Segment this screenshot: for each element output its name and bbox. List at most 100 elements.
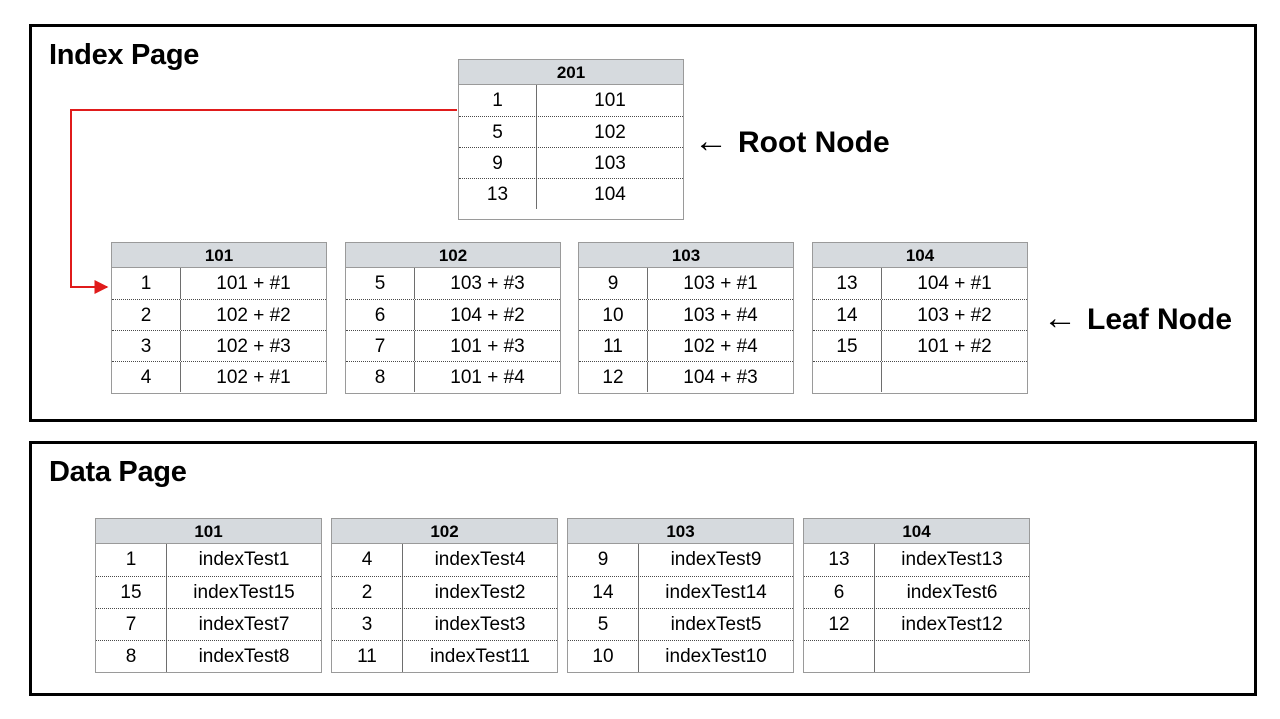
table-row-empty: [804, 640, 1029, 672]
root-node-table: 201 1 101 5 102 9 103 13 104: [458, 59, 684, 220]
cell-key: 9: [459, 148, 537, 178]
table-row: 14 indexTest14: [568, 576, 793, 608]
cell-value: 101 + #2: [917, 336, 992, 357]
cell-value: indexTest1: [198, 549, 290, 570]
leaf-node-table-103: 103 9 103 + #1 10 103 + #4 11 102 + #4 1…: [578, 242, 794, 394]
leaf-node-table-101: 101 1 101 + #1 2 102 + #2 3 102 + #3 4 1…: [111, 242, 327, 394]
cell-key: 6: [804, 577, 875, 608]
cell-key: 7: [346, 331, 415, 361]
table-row: 5 indexTest5: [568, 608, 793, 640]
cell-key: 8: [346, 362, 415, 392]
cell-value: indexTest6: [906, 582, 998, 603]
cell-key: [804, 641, 875, 672]
cell-value: indexTest8: [198, 646, 290, 667]
cell-value: 102 + #3: [216, 336, 291, 357]
cell-key: 9: [579, 268, 648, 299]
cell-key: 3: [332, 609, 403, 640]
cell-value: indexTest10: [665, 646, 767, 667]
table-row: 9 indexTest9: [568, 544, 793, 576]
cell-key: 14: [568, 577, 639, 608]
cell-value: 102 + #1: [216, 367, 291, 388]
table-row: 3 102 + #3: [112, 330, 326, 361]
cell-key: 7: [96, 609, 167, 640]
leaf-node-table-102: 102 5 103 + #3 6 104 + #2 7 101 + #3 8 1…: [345, 242, 561, 394]
left-arrow-icon: ←: [694, 122, 728, 160]
cell-value: 102 + #2: [216, 305, 291, 326]
cell-value: indexTest12: [901, 614, 1003, 635]
table-row: 2 102 + #2: [112, 299, 326, 330]
cell-key: 13: [459, 179, 537, 209]
table-row: 8 indexTest8: [96, 640, 321, 672]
cell-key: 1: [112, 268, 181, 299]
cell-key: 4: [112, 362, 181, 392]
cell-key: 10: [579, 300, 648, 330]
cell-value: 103 + #2: [917, 305, 992, 326]
root-node-callout: ← Root Node: [694, 122, 890, 160]
cell-value: indexTest9: [670, 549, 762, 570]
root-node-callout-label: Root Node: [738, 126, 890, 159]
cell-key: 15: [813, 331, 882, 361]
cell-key: 5: [346, 268, 415, 299]
index-page-title: Index Page: [49, 39, 200, 71]
table-row: 7 indexTest7: [96, 608, 321, 640]
cell-value: 104 + #2: [450, 305, 525, 326]
cell-value: 103: [594, 153, 626, 174]
cell-key: 13: [804, 544, 875, 576]
cell-value: 103 + #4: [683, 305, 758, 326]
cell-value: 102: [594, 122, 626, 143]
data-node-table-102: 102 4 indexTest4 2 indexTest2 3 indexTes…: [331, 518, 558, 673]
root-node-page-id: 201: [459, 60, 683, 85]
table-row: 13 104 + #1: [813, 268, 1027, 299]
cell-key: 2: [332, 577, 403, 608]
leaf-node-callout-label: Leaf Node: [1087, 303, 1233, 336]
cell-key: [813, 362, 882, 392]
cell-key: 1: [459, 85, 537, 116]
table-row: 8 101 + #4: [346, 361, 560, 392]
table-row: 6 104 + #2: [346, 299, 560, 330]
leaf-node-table-104: 104 13 104 + #1 14 103 + #2 15 101 + #2: [812, 242, 1028, 394]
cell-key: 13: [813, 268, 882, 299]
table-row: 13 indexTest13: [804, 544, 1029, 576]
table-row: 14 103 + #2: [813, 299, 1027, 330]
cell-key: 11: [579, 331, 648, 361]
cell-value: indexTest2: [434, 582, 526, 603]
table-row: 7 101 + #3: [346, 330, 560, 361]
cell-value: 101 + #1: [216, 273, 291, 294]
cell-key: 2: [112, 300, 181, 330]
table-row: 13 104: [459, 178, 683, 209]
cell-key: 1: [96, 544, 167, 576]
table-row: 2 indexTest2: [332, 576, 557, 608]
table-row: 9 103: [459, 147, 683, 178]
cell-key: 5: [568, 609, 639, 640]
leaf-node-page-id: 102: [346, 243, 560, 268]
data-node-table-104: 104 13 indexTest13 6 indexTest6 12 index…: [803, 518, 1030, 673]
cell-value: indexTest11: [430, 646, 530, 667]
data-page-title: Data Page: [49, 456, 187, 488]
leaf-node-page-id: 104: [813, 243, 1027, 268]
table-row: 15 indexTest15: [96, 576, 321, 608]
table-row: 4 102 + #1: [112, 361, 326, 392]
left-arrow-icon: ←: [1043, 299, 1077, 337]
cell-value: 103 + #1: [683, 273, 758, 294]
cell-key: 4: [332, 544, 403, 576]
table-row: 9 103 + #1: [579, 268, 793, 299]
table-row: 12 104 + #3: [579, 361, 793, 392]
cell-key: 12: [804, 609, 875, 640]
data-node-page-id: 104: [804, 519, 1029, 544]
table-row: 1 101: [459, 85, 683, 116]
cell-key: 6: [346, 300, 415, 330]
cell-value: indexTest5: [670, 614, 762, 635]
table-row: 15 101 + #2: [813, 330, 1027, 361]
cell-value: 104 + #3: [683, 367, 758, 388]
data-node-page-id: 102: [332, 519, 557, 544]
cell-value: [882, 362, 1027, 392]
table-row-empty: [813, 361, 1027, 392]
table-row: 11 indexTest11: [332, 640, 557, 672]
cell-value: 103 + #3: [450, 273, 525, 294]
cell-value: indexTest7: [198, 614, 290, 635]
data-node-page-id: 103: [568, 519, 793, 544]
data-node-page-id: 101: [96, 519, 321, 544]
cell-key: 14: [813, 300, 882, 330]
table-row: 5 103 + #3: [346, 268, 560, 299]
